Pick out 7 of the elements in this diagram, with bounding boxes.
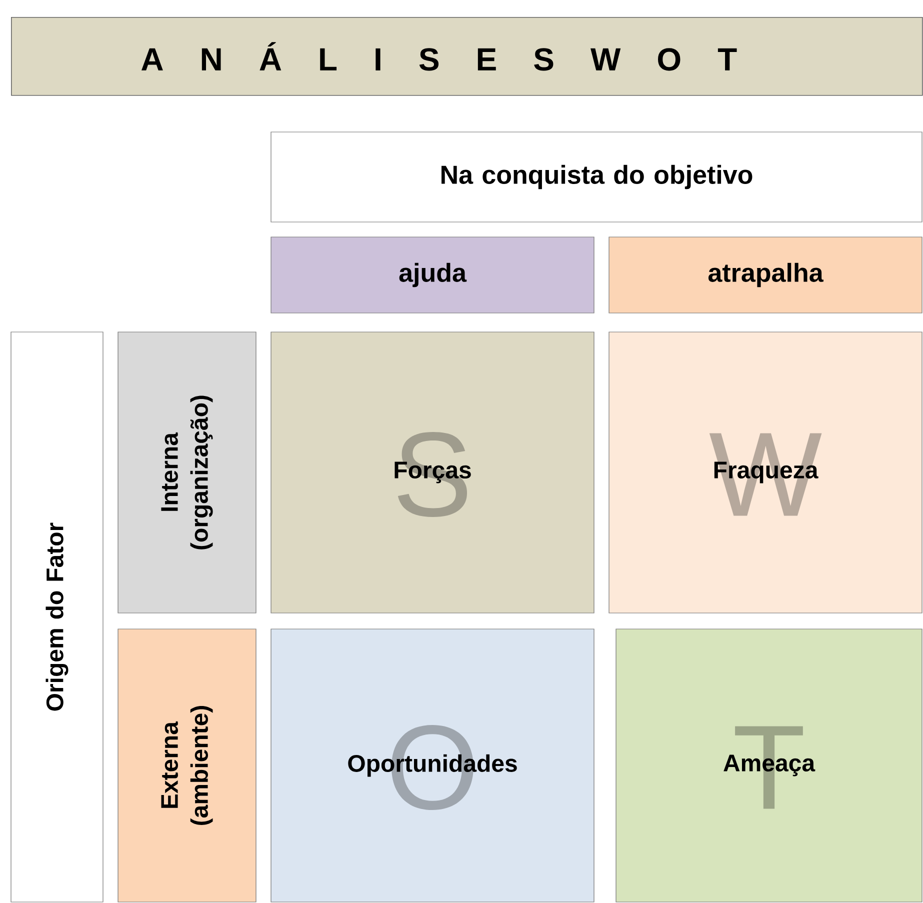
row-group-label: Origem do Fator (10, 332, 104, 902)
column-header: atrapalha (608, 236, 922, 314)
column-header: ajuda (270, 236, 594, 314)
title-box: A N Á L I S E S W O T (11, 17, 923, 96)
row-header: Externa (ambiente) (118, 628, 256, 902)
header-box: Na conquista do objetivo (270, 132, 922, 222)
row-header: Interna (organização) (118, 332, 256, 614)
